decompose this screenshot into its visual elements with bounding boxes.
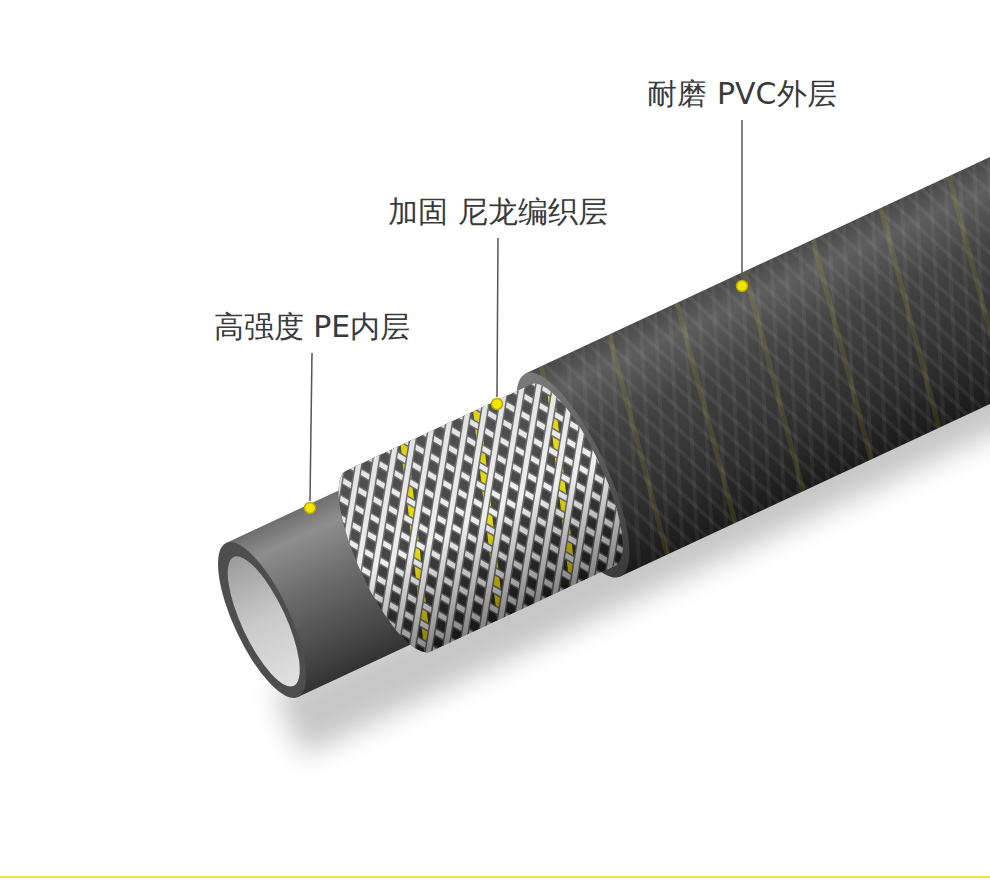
texture-line — [878, 171, 990, 412]
callout-dot — [737, 281, 748, 292]
braid-strand-edge — [125, 499, 354, 762]
texture-yellow — [641, 303, 772, 523]
braid-strand — [0, 605, 127, 868]
braid-strand — [641, 258, 870, 521]
braid-strand — [759, 203, 988, 466]
leader-line — [497, 238, 498, 397]
leader-line — [741, 120, 743, 279]
braid-strand-edge — [587, 284, 816, 547]
braid-strand — [660, 250, 889, 513]
braid-strand — [669, 246, 898, 509]
texture-yellow — [980, 144, 990, 364]
texture-yellow — [709, 271, 840, 491]
braid-strand-edge — [651, 254, 880, 517]
braid-strand — [605, 275, 834, 538]
braid-strand-edge — [116, 503, 345, 766]
callout-label: 耐磨 PVC外层 — [647, 76, 836, 112]
braid-strand-edge — [759, 203, 988, 466]
braid-strand-edge — [7, 554, 236, 817]
braid-strand-edge — [605, 275, 834, 538]
braid-strand-edge — [741, 212, 970, 475]
braid-strand — [687, 237, 916, 500]
braid-strand — [16, 550, 245, 813]
braid-strand-edge — [777, 195, 990, 458]
callout-dot — [492, 399, 503, 410]
texture-line — [936, 144, 990, 385]
braid-strand — [0, 563, 218, 826]
braid-strand-edge — [134, 495, 363, 758]
braid-strand — [134, 495, 363, 758]
texture-line — [878, 171, 990, 412]
braid-strand — [98, 512, 327, 775]
pe-cut-face — [201, 531, 324, 709]
braid-strand-edge — [0, 588, 163, 851]
braid-strand-edge — [660, 250, 889, 513]
braid-strand-edge — [705, 229, 934, 492]
braid-strand — [0, 579, 182, 842]
braid-strand — [796, 186, 990, 449]
braid-strand-edge — [25, 546, 254, 809]
braid-strand — [107, 508, 336, 771]
braid-strand-edge — [98, 512, 327, 775]
braid-strand-edge — [632, 263, 861, 526]
texture-line — [936, 144, 990, 385]
braid-strand — [614, 271, 843, 534]
braid-strand-edge — [0, 563, 218, 826]
braid-strand-edge — [614, 271, 843, 534]
callout-label: 加固 尼龙编织层 — [388, 194, 608, 230]
braid-strand — [25, 546, 254, 809]
bottom-rule — [0, 876, 990, 878]
braid-strand-edge — [0, 579, 182, 842]
braid-strand — [651, 254, 880, 517]
braid-strand-edge — [623, 267, 852, 530]
braid-strand — [125, 499, 354, 762]
braid-strand — [7, 554, 236, 817]
braid-strand — [0, 571, 200, 834]
braid-ground — [310, 365, 657, 669]
texture-line — [922, 151, 990, 392]
braid-strand — [587, 284, 816, 547]
texture-yellow — [913, 176, 990, 396]
braid-strand — [777, 195, 990, 458]
braid-strand — [143, 491, 372, 754]
braid-strand — [623, 267, 852, 530]
braid-strand — [0, 588, 163, 851]
braid-strand — [0, 613, 109, 876]
braid-strand-edge — [89, 516, 318, 779]
braid-shade — [310, 365, 657, 669]
braid-strand-edge — [796, 186, 990, 449]
braid-strand-edge — [723, 220, 952, 483]
braid-strand-edge — [0, 605, 127, 868]
braid-strand — [723, 220, 952, 483]
braid-strand-edge — [16, 550, 245, 813]
braid-strand — [632, 263, 861, 526]
texture-yellow — [777, 240, 908, 460]
texture-yellow — [845, 208, 976, 428]
braid-strand — [0, 596, 145, 859]
braid-strand-edge — [143, 491, 372, 754]
nylon-braid-layer — [0, 186, 990, 876]
braid-strand-edge — [641, 258, 870, 521]
braid-strand-edge — [107, 508, 336, 771]
braid-strand — [596, 279, 825, 542]
texture-line — [922, 151, 990, 392]
pe-hollow — [214, 548, 314, 695]
braid-strand-edge — [0, 596, 145, 859]
braid-strand-edge — [0, 613, 109, 876]
braid-strand-edge — [669, 246, 898, 509]
braid-strand — [89, 516, 318, 779]
braid-strand — [705, 229, 934, 492]
braid-strand-edge — [596, 279, 825, 542]
braid-strand — [741, 212, 970, 475]
leader-line — [310, 353, 312, 501]
braid-strand-edge — [0, 571, 200, 834]
callout-label: 高强度 PE内层 — [214, 309, 411, 345]
callout-dot — [305, 503, 316, 514]
braid-strand-edge — [687, 237, 916, 500]
braid-strand — [116, 503, 345, 766]
